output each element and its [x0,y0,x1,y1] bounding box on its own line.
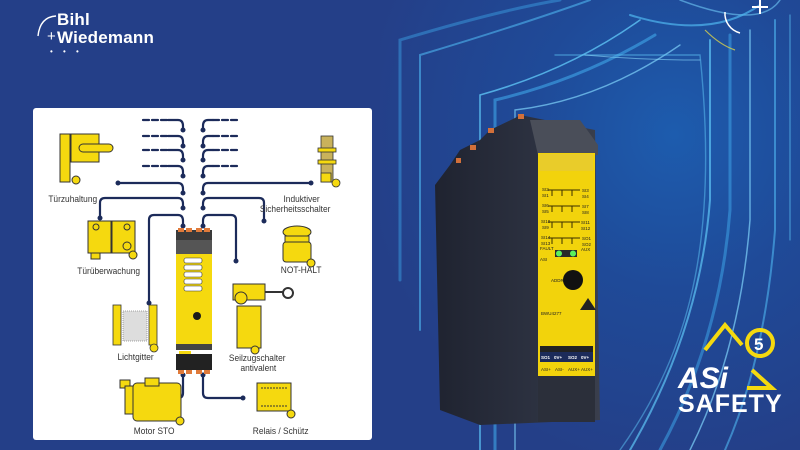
emergency-stop-icon [282,225,316,268]
svg-text:0V+: 0V+ [581,355,590,360]
svg-text:SO1: SO1 [541,355,551,360]
label-induktiver-1: Induktiver [283,194,320,205]
svg-text:AUX+: AUX+ [568,367,580,372]
svg-text:SI5: SI5 [542,209,549,214]
logo-dots: • • • [50,47,83,56]
label-nothalt: NOT-HALT [280,265,322,276]
fault-label: FAULT [540,246,554,251]
label-seilzug-2: antivalent [240,363,277,374]
label-tuerzuhaltung: Türzuhaltung [48,194,98,205]
safety-label: SAFETY [678,390,783,418]
svg-text:SO1: SO1 [582,236,592,241]
wiring-diagram [59,118,341,426]
svg-text:SO2: SO2 [582,242,592,247]
svg-text:SI13: SI13 [541,241,551,246]
label-induktiver-2: Sicherheitsschalter [259,204,331,215]
rope-switch-icon [232,283,294,355]
central-module-icon [176,228,212,374]
label-tueruberwachung: Türüberwachung [77,266,141,277]
addr-label: ADDR [551,278,565,283]
asi5-logo-icon: 5 ASi [677,321,778,395]
svg-text:SI1: SI1 [542,193,549,198]
door-monitor-icon [87,220,138,260]
label-seilzug-1: Seilzugschalter [228,353,286,364]
si2-label: SI2 [542,187,549,192]
door-lock-icon [59,133,114,185]
svg-text:SI14: SI14 [541,235,551,240]
logo-line1: Bihl [57,10,90,29]
svg-text:SI12: SI12 [581,226,591,231]
svg-text:ASI-: ASI- [555,367,564,372]
wiring-diagram-panel: Türzuhaltung Induktiver Sicherheitsschal… [33,108,372,440]
svg-text:SI8: SI8 [582,210,589,215]
svg-text:SI4: SI4 [582,194,589,199]
svg-text:SI10: SI10 [541,219,551,224]
label-motor: Motor STO [133,426,175,437]
part-number: BWU4277 [541,311,562,316]
aux-label: AUX [581,247,590,252]
svg-text:SI9: SI9 [542,225,549,230]
light-curtain-icon [112,304,159,353]
logo-plus: + [47,28,56,45]
svg-text:SI7: SI7 [582,204,589,209]
logo-line2: Wiedemann [57,28,155,47]
relay-icon [256,382,296,419]
arc-mark [724,11,741,34]
svg-text:SO2: SO2 [568,355,578,360]
svg-text:SI3: SI3 [582,188,589,193]
svg-text:SI11: SI11 [581,220,590,225]
svg-text:AUX+: AUX+ [581,367,593,372]
asi5-safety-badge: 5 ASi SAFETY [672,310,800,430]
motor-icon [119,377,185,426]
svg-text:SI6: SI6 [542,203,549,208]
bihl-wiedemann-logo: Bihl + Wiedemann • • • [30,8,180,58]
logo-arc-icon [37,15,57,37]
svg-text:ASI+: ASI+ [541,367,551,372]
asi-led-label: ASI [540,257,547,262]
safety-module-device: SI2 SI1 SI3 SI4 SI6 SI5 SI7 SI8 SI10 SI9… [435,114,600,425]
badge-mark: ASi [677,362,729,395]
inductive-sensor-icon [317,135,341,188]
label-lichtgitter: Lichtgitter [117,352,154,363]
badge-number: 5 [754,335,763,354]
svg-text:0V+: 0V+ [554,355,563,360]
label-relais: Relais / Schütz [252,426,309,437]
